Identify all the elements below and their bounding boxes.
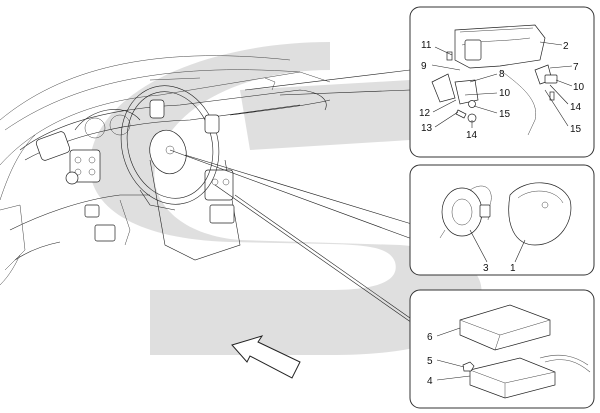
callout-label: 14 (570, 102, 582, 113)
callout-label: 2 (563, 41, 569, 52)
callout-label: 15 (499, 109, 511, 120)
callout-label: 13 (421, 123, 433, 134)
direction-arrow (231, 335, 301, 379)
callout-label: 3 (483, 263, 489, 274)
callout-label: 7 (573, 62, 579, 73)
callout-label: 12 (419, 108, 431, 119)
callout-label: 6 (427, 332, 433, 343)
callout-labels: 2 7 10 14 15 11 9 8 10 15 12 13 14 3 1 6… (419, 40, 585, 387)
callout-label: 1 (510, 263, 516, 274)
callout-label: 8 (499, 69, 505, 80)
panel-bottom (409, 289, 595, 409)
callout-label: 5 (427, 356, 433, 367)
callout-label: 10 (573, 82, 585, 93)
leader-lines (169, 69, 416, 326)
callout-label: 15 (570, 124, 582, 135)
callout-label: 10 (499, 88, 511, 99)
dashboard-illustration (0, 55, 331, 286)
callout-label: 4 (427, 376, 433, 387)
panel-top (409, 6, 595, 158)
callout-label: 9 (421, 61, 427, 72)
callout-label: 11 (421, 40, 432, 51)
panel-middle (409, 164, 595, 276)
callout-label: 14 (466, 130, 478, 141)
